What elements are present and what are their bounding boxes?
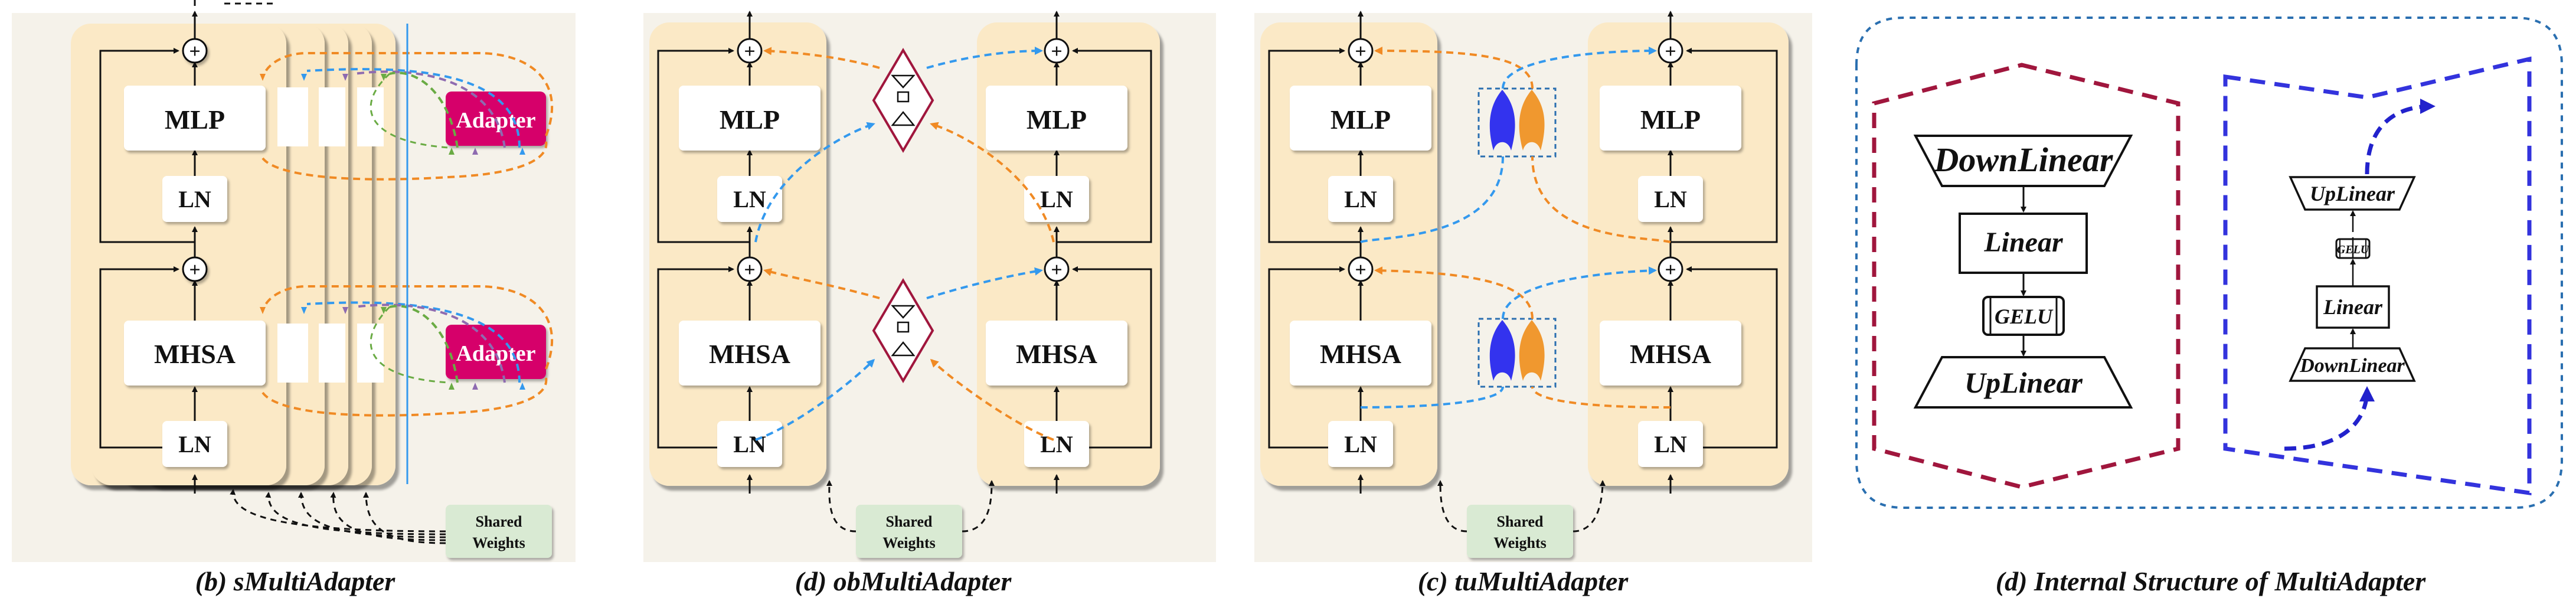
left-downlinear-label: DownLinear (1934, 141, 2113, 179)
ln-box-left (717, 176, 782, 222)
tu-adapter-bottom (1477, 318, 1557, 388)
tower-right: MLP LN MHSA LN + + (986, 11, 1152, 494)
svg-text:+: + (1051, 259, 1062, 281)
svg-text:+: + (744, 41, 755, 63)
adapter-diamond-top (872, 48, 934, 153)
ln-box-left-c (1328, 176, 1393, 222)
shared-weights-box-d (856, 505, 962, 558)
add-node-right-mid-c: + (1658, 256, 1683, 282)
ln-label-left-lower-c: LN (1344, 431, 1377, 458)
left-linear-label: Linear (1983, 227, 2064, 258)
svg-text:+: + (1665, 41, 1676, 63)
add-node-right-top: + (1044, 38, 1070, 64)
mhsa-label-left-c: MHSA (1320, 339, 1401, 369)
mlp-label-left-c: MLP (1331, 104, 1391, 135)
right-structure: UpLinear GELU Linear DownLinear (2284, 99, 2436, 451)
mhsa-label-left: MHSA (709, 339, 790, 369)
adapter-diamond-bottom (872, 278, 934, 383)
ln-label-left-lower: LN (733, 431, 766, 458)
shared-weights-line2: Weights (472, 534, 525, 551)
mhsa-box-left (679, 321, 820, 386)
panel-d: MLP LN MHSA LN + + MLP LN MHSA (643, 11, 1216, 596)
mlp-box-left (679, 86, 820, 151)
mlp-box-left-c (1290, 86, 1431, 151)
tu-adapter-top (1477, 87, 1557, 158)
shared-weights-line1-c: Shared (1497, 513, 1544, 530)
add-node-left-top: + (737, 38, 763, 64)
ln-label-right-lower: LN (1040, 431, 1073, 458)
panel-b: MLP LN MHSA LN + + Adapter Adapter (12, 0, 576, 596)
shared-weights-line1: Shared (476, 513, 523, 530)
mhsa-box-right-c (1600, 321, 1741, 386)
add-node-left-mid: + (737, 256, 763, 282)
caption-d: (d) obMultiAdapter (795, 566, 1012, 596)
panel-c: MLP LN MHSA LN + + MLP LN MHSA (1254, 11, 1812, 596)
right-downlinear-label: DownLinear (2299, 355, 2405, 377)
panel-internal: DownLinear Linear GELU UpLinear UpLinear… (1855, 17, 2563, 596)
left-uplinear-label: UpLinear (1964, 366, 2083, 399)
tower-left: MLP LN MHSA LN + + (657, 11, 820, 494)
mhsa-box-left-c (1290, 321, 1431, 386)
shared-weights-box-c (1467, 505, 1573, 558)
left-gelu-label: GELU (1995, 305, 2054, 328)
mhsa-label: MHSA (154, 339, 236, 369)
add-node-right-top-c: + (1658, 38, 1683, 64)
ln-label-right-c: LN (1654, 186, 1687, 213)
right-uplinear-label: UpLinear (2310, 182, 2395, 205)
mlp-label-right: MLP (1027, 104, 1087, 135)
shared-weights-line1-d: Shared (886, 513, 933, 530)
add-node-left-top-c: + (1348, 38, 1374, 64)
ln-label: LN (178, 186, 211, 213)
mhsa-box-right (986, 321, 1127, 386)
left-hexagon (1872, 63, 2181, 489)
mlp-label-right-c: MLP (1640, 104, 1701, 135)
svg-text:+: + (1665, 259, 1676, 281)
add-node-right-mid: + (1044, 256, 1070, 282)
left-structure: DownLinear Linear GELU UpLinear (1913, 135, 2133, 409)
caption-internal: (d) Internal Structure of MultiAdapter (1996, 566, 2427, 596)
ln-label-left: LN (733, 186, 766, 213)
svg-text:+: + (1355, 41, 1366, 63)
add-node-left-mid-c: + (1348, 256, 1374, 282)
ln-box-right-c (1638, 176, 1703, 222)
internal-outline (1855, 17, 2563, 509)
mlp-box-right (986, 86, 1127, 151)
ln-box-lower (162, 421, 227, 467)
mlp-label: MLP (165, 104, 225, 135)
caption-c: (c) tuMultiAdapter (1418, 566, 1629, 596)
svg-text:+: + (744, 259, 755, 281)
mhsa-box (124, 321, 266, 386)
ln-box-left-lower-c (1328, 421, 1393, 467)
ln-box-right (1024, 176, 1089, 222)
ln-box-left-lower (717, 421, 782, 467)
add-node-mid: + (182, 256, 208, 282)
caption-b: (b) sMultiAdapter (195, 566, 396, 596)
mhsa-label-right-c: MHSA (1630, 339, 1711, 369)
svg-text:+: + (189, 259, 200, 281)
mlp-label-left: MLP (720, 104, 780, 135)
ln-label-right-lower-c: LN (1654, 431, 1687, 458)
ln-box-right-lower-c (1638, 421, 1703, 467)
svg-text:+: + (1355, 259, 1366, 281)
shared-weights-box (446, 505, 552, 558)
right-linear-label: Linear (2323, 295, 2383, 319)
mlp-box (124, 86, 266, 151)
adapter-bottom (446, 325, 546, 379)
ln-label-right: LN (1040, 186, 1073, 213)
ln-label-lower: LN (178, 431, 211, 458)
tower-right-c: MLP LN MHSA LN + + (1600, 11, 1778, 494)
mlp-box-right-c (1600, 86, 1741, 151)
ln-box (162, 176, 227, 222)
right-pentagon (2223, 56, 2532, 496)
add-node-top: + (182, 38, 208, 64)
svg-text:+: + (189, 41, 200, 63)
tower-left-c: MLP LN MHSA LN + + (1268, 11, 1431, 494)
svg-text:+: + (1051, 41, 1062, 63)
ln-box-right-lower (1024, 421, 1089, 467)
shared-weights-line2-c: Weights (1493, 534, 1547, 551)
shared-weights-line2-d: Weights (882, 534, 936, 551)
ln-label-left-c: LN (1344, 186, 1377, 213)
mhsa-label-right: MHSA (1016, 339, 1097, 369)
